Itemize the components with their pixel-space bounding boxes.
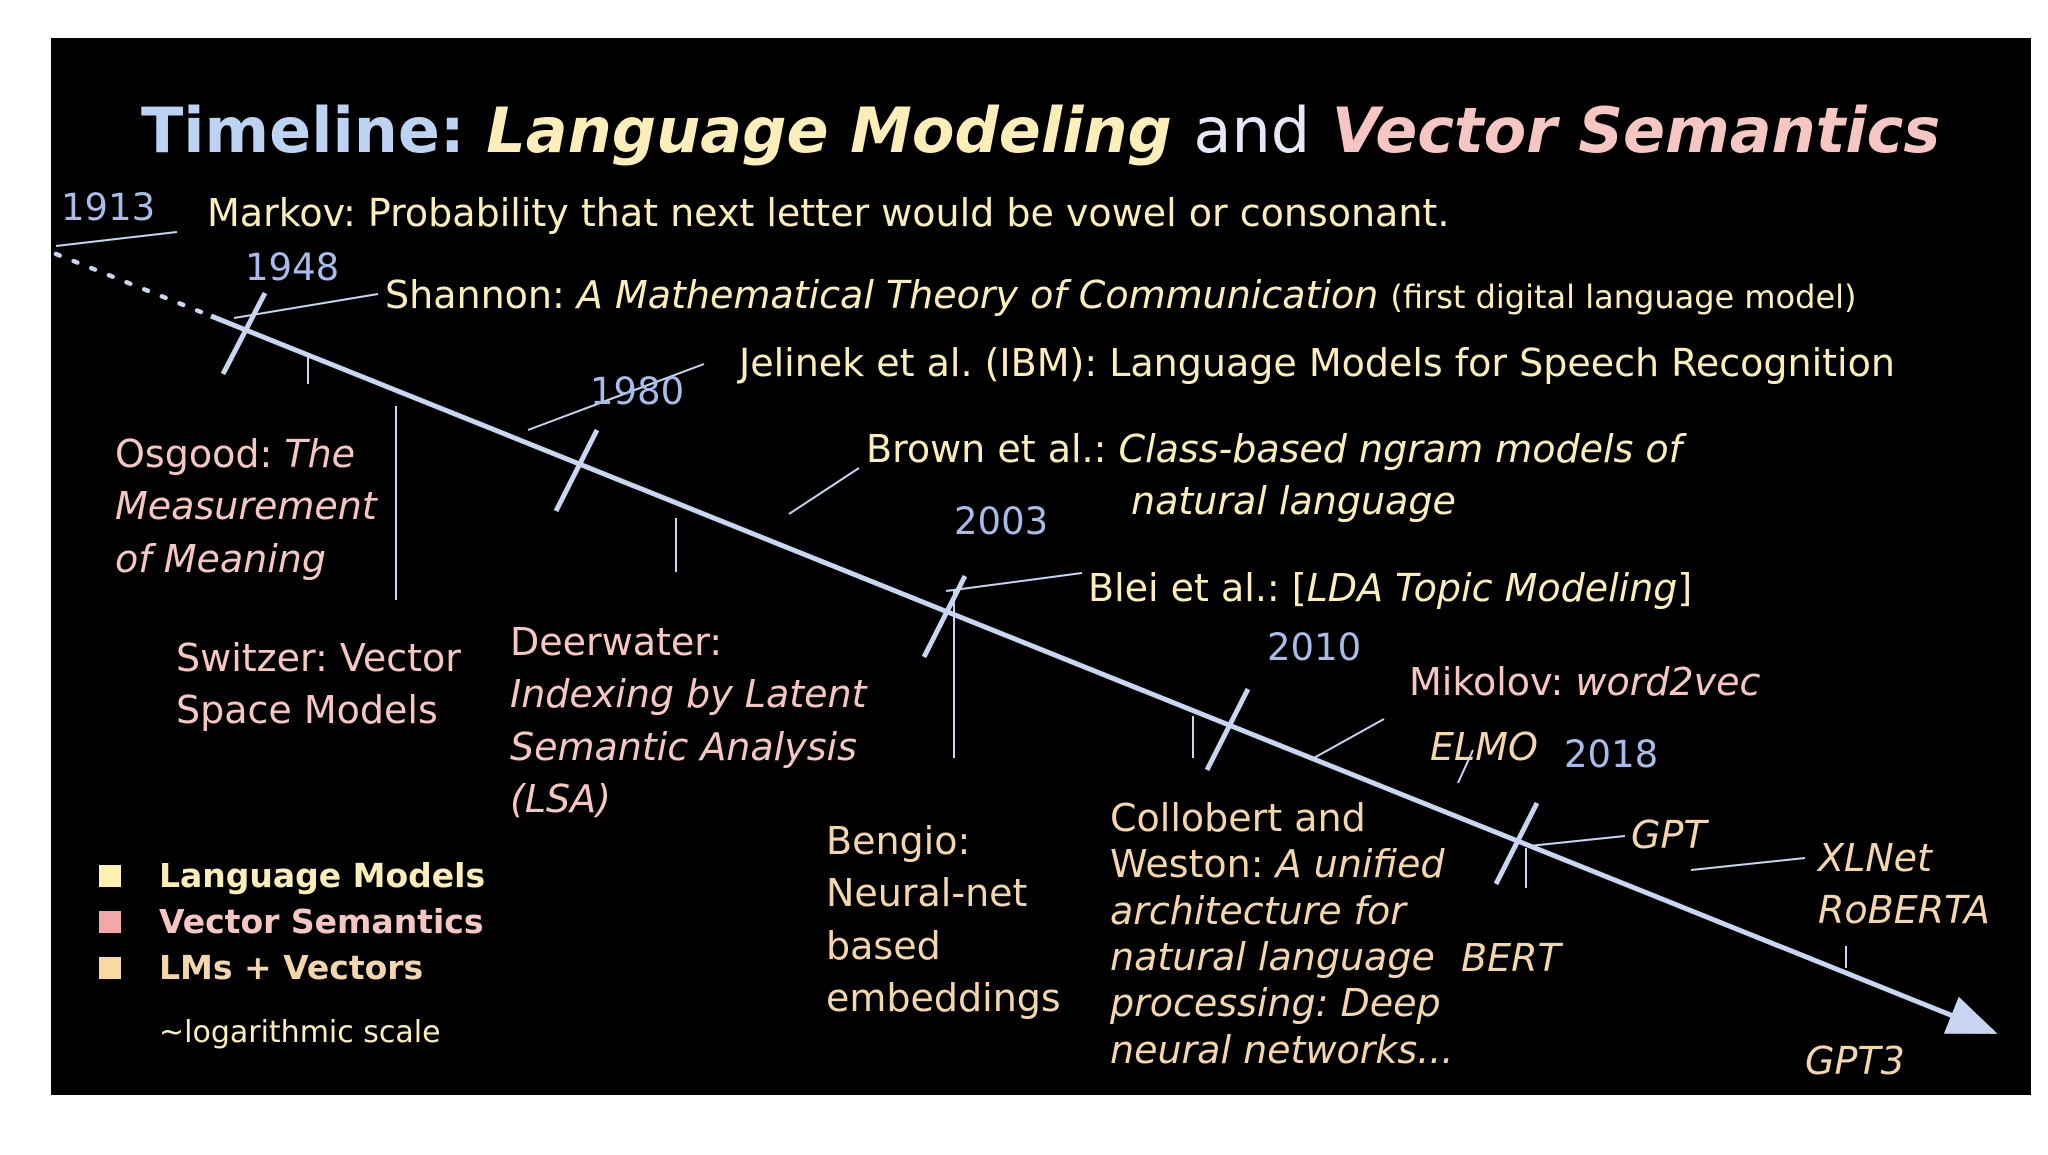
year-1948: 1948 bbox=[245, 246, 340, 289]
event-markov: Markov: Probability that next letter wou… bbox=[207, 191, 1450, 235]
tick-1948 bbox=[220, 291, 268, 376]
event-gpt: GPT bbox=[1631, 813, 1707, 857]
timeline-dotted-start bbox=[53, 251, 214, 319]
year-1913: 1913 bbox=[61, 186, 156, 229]
event-brown: Brown et al.: Class-based ngram models o… bbox=[866, 427, 1683, 524]
timeline-axis-graphic bbox=[53, 231, 1998, 1035]
event-gpt3: GPT3 bbox=[1805, 1039, 1905, 1083]
event-elmo: ELMO bbox=[1430, 725, 1538, 769]
title-vector-semantics: Vector Semantics bbox=[1331, 94, 1941, 167]
legend-vector-semantics: Vector Semantics bbox=[99, 902, 483, 941]
event-jelinek: Jelinek et al. (IBM): Language Models fo… bbox=[739, 341, 1895, 385]
year-1980: 1980 bbox=[590, 370, 685, 413]
title-and: and bbox=[1193, 94, 1311, 167]
legend-swatch-lms-vectors bbox=[99, 956, 121, 979]
scale-note: ~logarithmic scale bbox=[159, 1015, 441, 1050]
event-shannon: Shannon: A Mathematical Theory of Commun… bbox=[385, 273, 1857, 317]
leader-lines bbox=[55, 231, 1847, 968]
title-prefix: Timeline: bbox=[141, 94, 465, 167]
legend-lms-vectors: LMs + Vectors bbox=[99, 948, 423, 987]
slide-title: Timeline: Language Modeling and Vector S… bbox=[141, 94, 1940, 167]
year-2003: 2003 bbox=[954, 500, 1049, 543]
tick-2018 bbox=[1493, 801, 1540, 886]
event-mikolov: Mikolov: word2vec bbox=[1409, 660, 1761, 704]
year-2018: 2018 bbox=[1564, 733, 1659, 776]
event-bert: BERT bbox=[1461, 936, 1561, 980]
legend-language-models: Language Models bbox=[99, 856, 485, 895]
year-2010: 2010 bbox=[1267, 626, 1362, 669]
tick-2010 bbox=[1204, 687, 1251, 772]
title-language-modeling: Language Modeling bbox=[486, 94, 1172, 167]
tick-1980 bbox=[553, 428, 600, 513]
legend-swatch-language-models bbox=[99, 864, 121, 887]
timeline-axis bbox=[210, 313, 1998, 1035]
timeline-slide: Timeline: Language Modeling and Vector S… bbox=[51, 38, 2031, 1095]
legend-swatch-vector-semantics bbox=[99, 910, 121, 933]
event-blei: Blei et al.: [LDA Topic Modeling] bbox=[1088, 566, 1693, 610]
